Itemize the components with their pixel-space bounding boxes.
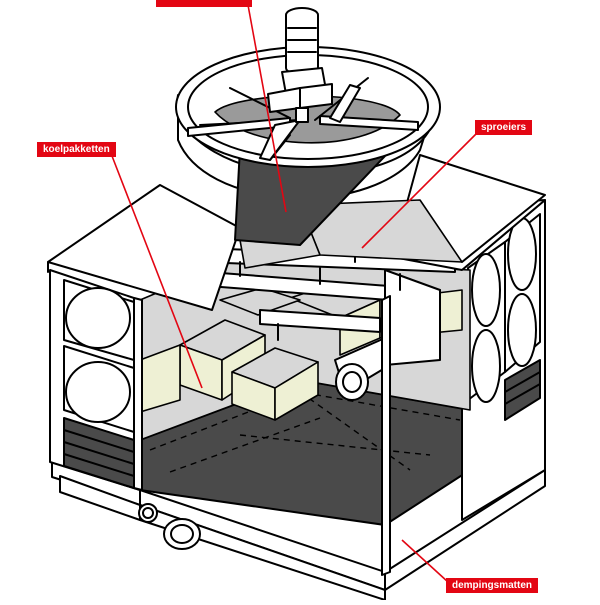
leader-pack: [111, 155, 203, 389]
drain-nozzle: [138, 503, 201, 550]
motor-icon: [267, 7, 333, 123]
right-side-panel: [461, 199, 546, 521]
corner-post: [133, 295, 391, 576]
callout-label-spray: sproeiers: [475, 120, 533, 135]
fill-pack: [139, 284, 463, 421]
leader-lines: [111, 4, 477, 583]
leader-top: [247, 4, 287, 213]
callout-label-pack: koelpakketten: [37, 142, 116, 157]
roof: [47, 154, 546, 311]
callout-label-mats: dempingsmatten: [446, 578, 539, 593]
leader-mats: [401, 539, 449, 583]
leader-spray: [361, 133, 477, 249]
callout-label-top: [156, 0, 252, 7]
left-side-panel: [49, 269, 141, 491]
